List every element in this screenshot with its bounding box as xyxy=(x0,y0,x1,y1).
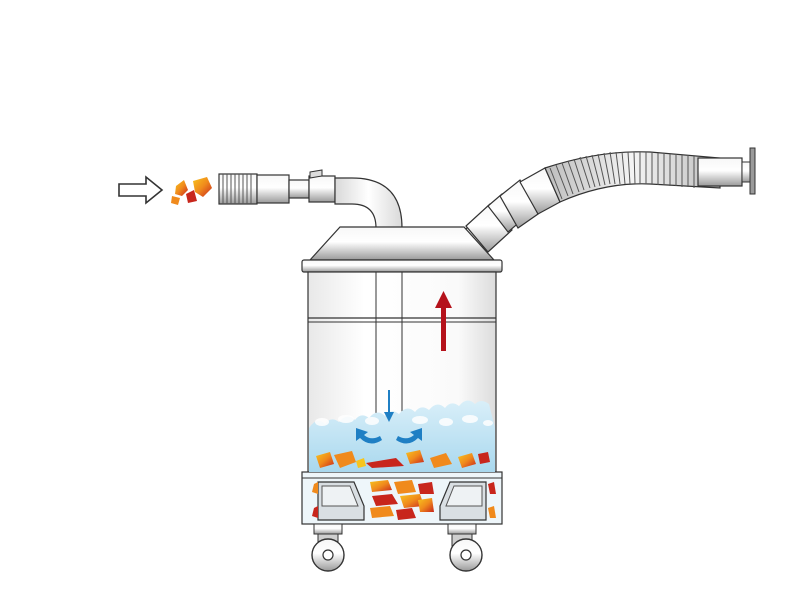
downflow-arrow-icon xyxy=(384,390,394,422)
separator-container xyxy=(301,226,503,525)
caster-wheel-icon xyxy=(447,523,483,572)
intake-arrow-icon xyxy=(118,175,164,205)
swirl-arrows-icon xyxy=(356,428,422,444)
water-bath xyxy=(309,390,495,472)
sediment-tray xyxy=(312,480,496,521)
exhaust-arrow-icon xyxy=(435,291,452,351)
caster-wheel-icon xyxy=(311,523,345,572)
settled-debris xyxy=(316,450,490,468)
debris-icon xyxy=(171,177,212,205)
